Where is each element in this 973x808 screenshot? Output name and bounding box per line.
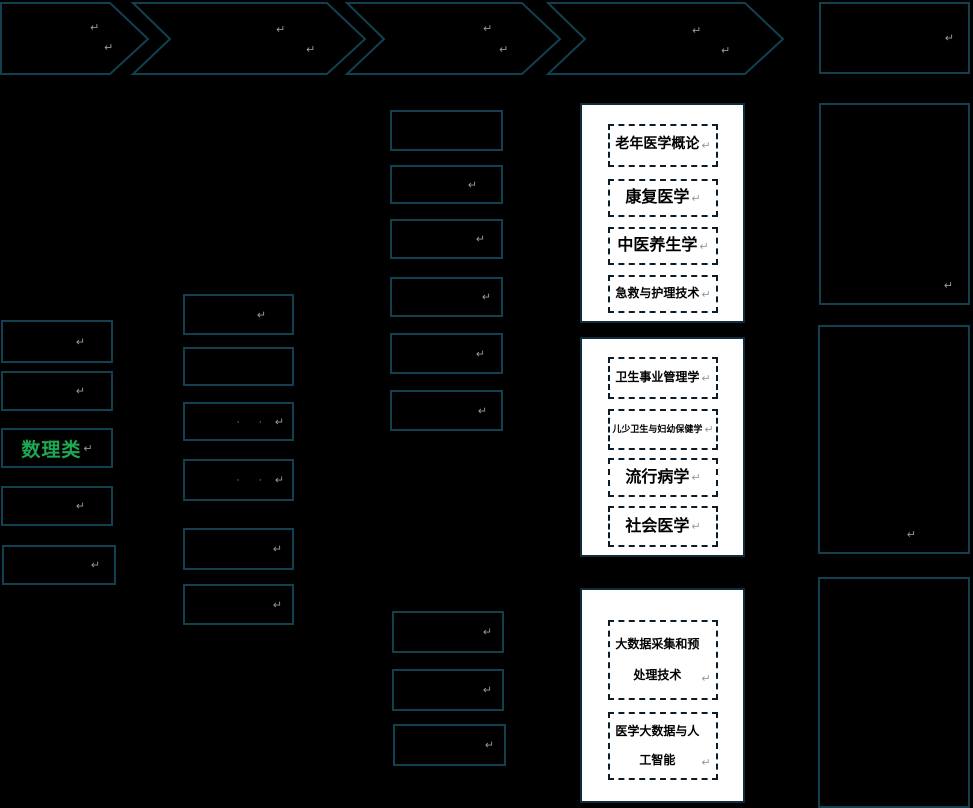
course-label: 中医养生学 xyxy=(617,237,698,255)
ellipsis-dots: · · xyxy=(236,474,270,486)
col3-box-9[interactable]: ↵ xyxy=(393,724,506,766)
course-panel-2[interactable]: 卫生事业管理学 ↵ 儿少卫生与妇幼保健学 ↵ 流行病学 ↵ 社会医学 ↵ xyxy=(580,337,745,557)
col2-box-3[interactable]: · · ↵ xyxy=(183,402,294,441)
return-mark: ↵ xyxy=(482,625,492,639)
course-label: 康复医学 xyxy=(625,189,690,207)
return-mark: ↵ xyxy=(75,335,85,348)
course-box[interactable]: 卫生事业管理学 ↵ xyxy=(608,357,718,399)
col3-box-8[interactable]: ↵ xyxy=(392,669,504,711)
return-mark: ↵ xyxy=(475,232,485,246)
col1-box-2[interactable]: ↵ xyxy=(1,371,113,411)
course-box[interactable]: 中医养生学 ↵ xyxy=(608,227,718,265)
return-mark: ↵ xyxy=(274,473,284,487)
return-mark: ↵ xyxy=(256,308,266,321)
course-box[interactable]: 流行病学 ↵ xyxy=(608,458,718,497)
return-mark: ↵ xyxy=(484,738,494,752)
return-mark: ↵ xyxy=(75,384,85,398)
return-mark: ↵ xyxy=(691,520,701,533)
col2-box-2[interactable] xyxy=(183,347,294,386)
col1-box-math-category[interactable]: 数理类 ↵ xyxy=(1,428,113,468)
col3-box-4[interactable]: ↵ xyxy=(390,277,503,317)
return-mark: ↵ xyxy=(83,441,93,455)
course-box[interactable]: 医学大数据与人 工智能 ↵ xyxy=(608,712,718,780)
course-label: 社会医学 xyxy=(625,517,690,535)
return-mark: ↵ xyxy=(701,139,711,152)
course-panel-1[interactable]: 老年医学概论 ↵ 康复医学 ↵ 中医养生学 ↵ 急救与护理技术 ↵ xyxy=(580,103,745,323)
course-box[interactable]: 社会医学 ↵ xyxy=(608,506,718,547)
return-mark: ↵ xyxy=(475,347,485,360)
col3-box-3[interactable]: ↵ xyxy=(390,219,503,259)
return-mark: ↵ xyxy=(906,528,916,541)
col2-box-4[interactable]: · · ↵ xyxy=(183,459,294,501)
flow-arrow-stage-1[interactable] xyxy=(0,2,150,75)
return-mark: ↵ xyxy=(274,415,284,428)
return-mark: ↵ xyxy=(691,191,701,205)
col3-box-2[interactable]: ↵ xyxy=(390,165,503,204)
return-mark: ↵ xyxy=(701,371,711,385)
ellipsis-dots: · · xyxy=(236,416,270,427)
col1-box-4[interactable]: ↵ xyxy=(1,486,113,526)
top-right-box[interactable]: ↵ xyxy=(819,2,970,74)
col3-box-1[interactable] xyxy=(390,110,503,151)
course-box[interactable]: 大数据采集和预 处理技术 ↵ xyxy=(608,620,718,700)
col3-box-6[interactable]: ↵ xyxy=(390,390,503,431)
return-mark: ↵ xyxy=(272,598,282,611)
course-box[interactable]: 康复医学 ↵ xyxy=(608,179,718,217)
col3-box-7[interactable]: ↵ xyxy=(392,611,504,653)
return-mark: ↵ xyxy=(467,178,477,191)
flow-arrow-stage-3[interactable] xyxy=(344,2,562,75)
course-label: 流行病学 xyxy=(625,468,690,486)
return-mark: ↵ xyxy=(701,756,711,769)
course-label: 老年医学概论 xyxy=(615,137,700,153)
course-label: 医学大数据与人 工智能 xyxy=(615,724,700,767)
col2-box-6[interactable]: ↵ xyxy=(183,584,294,625)
course-label: 急救与护理技术 xyxy=(615,286,700,301)
course-label: 大数据采集和预 处理技术 xyxy=(615,636,700,682)
return-mark: ↵ xyxy=(90,558,100,572)
course-box[interactable]: 急救与护理技术 ↵ xyxy=(608,275,718,313)
return-mark: ↵ xyxy=(701,287,711,301)
course-label: 儿少卫生与妇幼保健学 xyxy=(612,423,703,434)
course-box[interactable]: 老年医学概论 ↵ xyxy=(608,124,718,167)
flow-arrow-stage-4[interactable] xyxy=(545,2,785,75)
course-label: 卫生事业管理学 xyxy=(615,370,700,385)
right-col-box-3[interactable] xyxy=(818,577,970,808)
course-box[interactable]: 儿少卫生与妇幼保健学 ↵ xyxy=(608,409,718,450)
return-mark: ↵ xyxy=(944,31,954,45)
return-mark: ↵ xyxy=(704,423,714,436)
flow-arrow-stage-2[interactable] xyxy=(130,2,367,75)
return-mark: ↵ xyxy=(482,683,492,697)
col3-box-5[interactable]: ↵ xyxy=(390,333,503,374)
course-panel-3[interactable]: 大数据采集和预 处理技术 ↵ 医学大数据与人 工智能 ↵ xyxy=(580,588,745,803)
return-mark: ↵ xyxy=(75,499,85,513)
right-col-box-2[interactable]: ↵ xyxy=(818,325,970,554)
return-mark: ↵ xyxy=(699,239,709,253)
return-mark: ↵ xyxy=(477,404,487,417)
return-mark: ↵ xyxy=(481,290,491,304)
right-col-box-1[interactable]: ↵ xyxy=(819,103,970,305)
return-mark: ↵ xyxy=(272,542,282,556)
return-mark: ↵ xyxy=(943,279,953,292)
col1-box-1[interactable]: ↵ xyxy=(1,320,113,363)
col1-box-5[interactable]: ↵ xyxy=(2,545,116,585)
return-mark: ↵ xyxy=(701,672,711,685)
col2-box-5[interactable]: ↵ xyxy=(183,528,294,570)
return-mark: ↵ xyxy=(691,471,701,484)
col2-box-1[interactable]: ↵ xyxy=(183,294,294,335)
math-category-label: 数理类 xyxy=(21,439,82,461)
flow-arrows-layer xyxy=(0,2,785,75)
